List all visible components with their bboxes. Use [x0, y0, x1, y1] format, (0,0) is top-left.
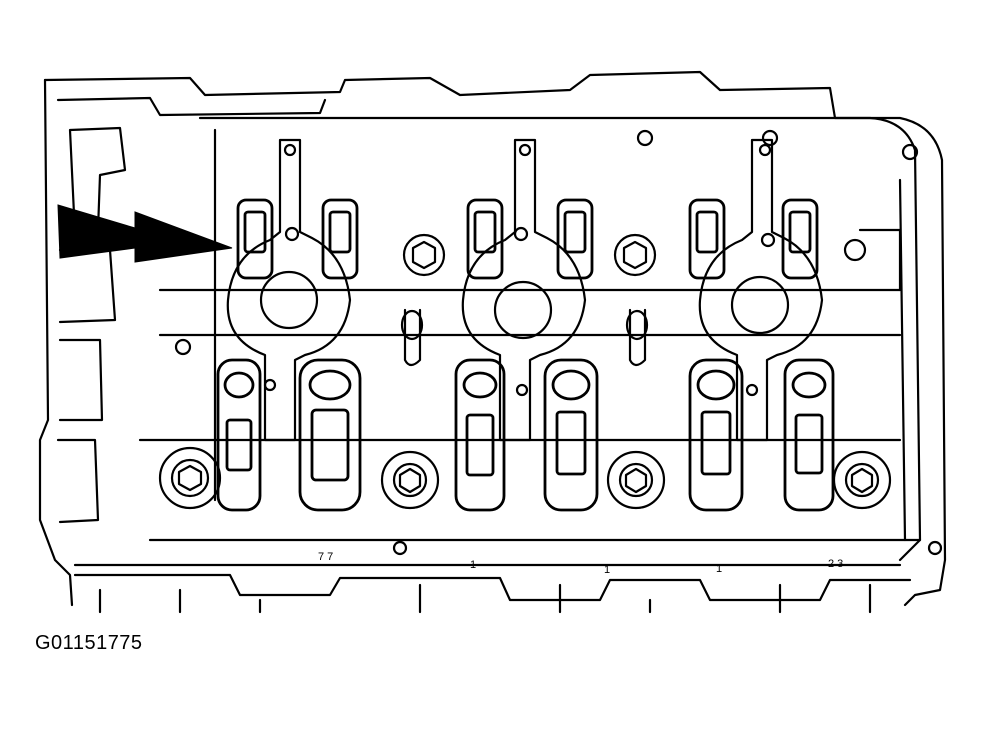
rocker-arms-lower	[216, 358, 835, 512]
spark-plug-wells	[158, 233, 892, 510]
drawing-mark: 1	[604, 564, 610, 576]
callout-arrow	[57, 204, 233, 263]
drawing-mark: 1	[470, 559, 476, 571]
camshaft-cap-left	[226, 138, 352, 442]
mounting-holes	[174, 129, 943, 556]
cylinder-head-outline	[38, 70, 947, 607]
figure-code: G01151775	[35, 632, 143, 654]
rocker-arms-upper	[236, 198, 819, 280]
arrow-icon	[57, 204, 233, 263]
drawing-mark: 2 3	[828, 558, 843, 570]
drawing-mark: 1	[716, 563, 722, 575]
drawing-marks: 7 7 1 1 1 2 3	[318, 551, 843, 576]
camshaft-cap-center	[461, 138, 587, 442]
lower-casting-details	[73, 538, 922, 614]
camshaft-cap-right	[698, 138, 824, 442]
drawing-mark: 7 7	[318, 551, 333, 563]
oil-feed-posts	[400, 308, 649, 367]
